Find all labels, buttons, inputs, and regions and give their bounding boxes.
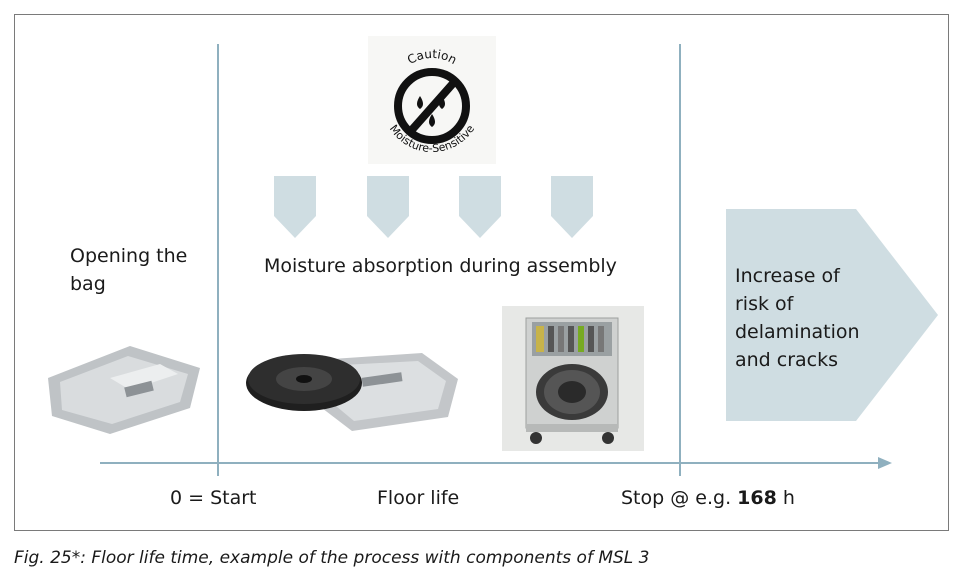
caution-icon-top-text: Caution	[405, 47, 459, 67]
start-label: 0 = Start	[170, 487, 257, 509]
component-reel-and-bag-image	[242, 345, 462, 435]
down-arrow-icon	[367, 176, 409, 238]
risk-chevron-arrow	[726, 209, 938, 421]
moisture-sensitive-caution-icon: Caution Moisture-Sensitive	[368, 36, 496, 164]
time-axis-arrow	[100, 456, 895, 470]
stop-label: Stop @ e.g. 168 h	[621, 484, 795, 512]
moisture-absorption-label: Moisture absorption during assembly	[264, 255, 617, 277]
opening-bag-label: Opening the bag	[70, 245, 188, 295]
stop-unit: h	[782, 487, 795, 509]
down-arrow-icon	[459, 176, 501, 238]
stop-prefix: Stop @ e.g.	[621, 487, 732, 509]
opened-moisture-barrier-bag-image	[40, 338, 205, 438]
floor-life-label: Floor life	[377, 487, 460, 509]
stop-marker-line	[679, 44, 681, 476]
risk-increase-label: Increase of risk of delamination and cra…	[735, 265, 860, 371]
down-arrow-icon	[274, 176, 316, 238]
figure-caption: Fig. 25*: Floor life time, example of th…	[14, 548, 650, 568]
svg-text:Caution: Caution	[405, 47, 459, 67]
down-arrow-icon	[551, 176, 593, 238]
assembly-machine-image	[502, 306, 644, 451]
start-marker-line	[217, 44, 219, 476]
stop-value: 168	[737, 487, 777, 509]
